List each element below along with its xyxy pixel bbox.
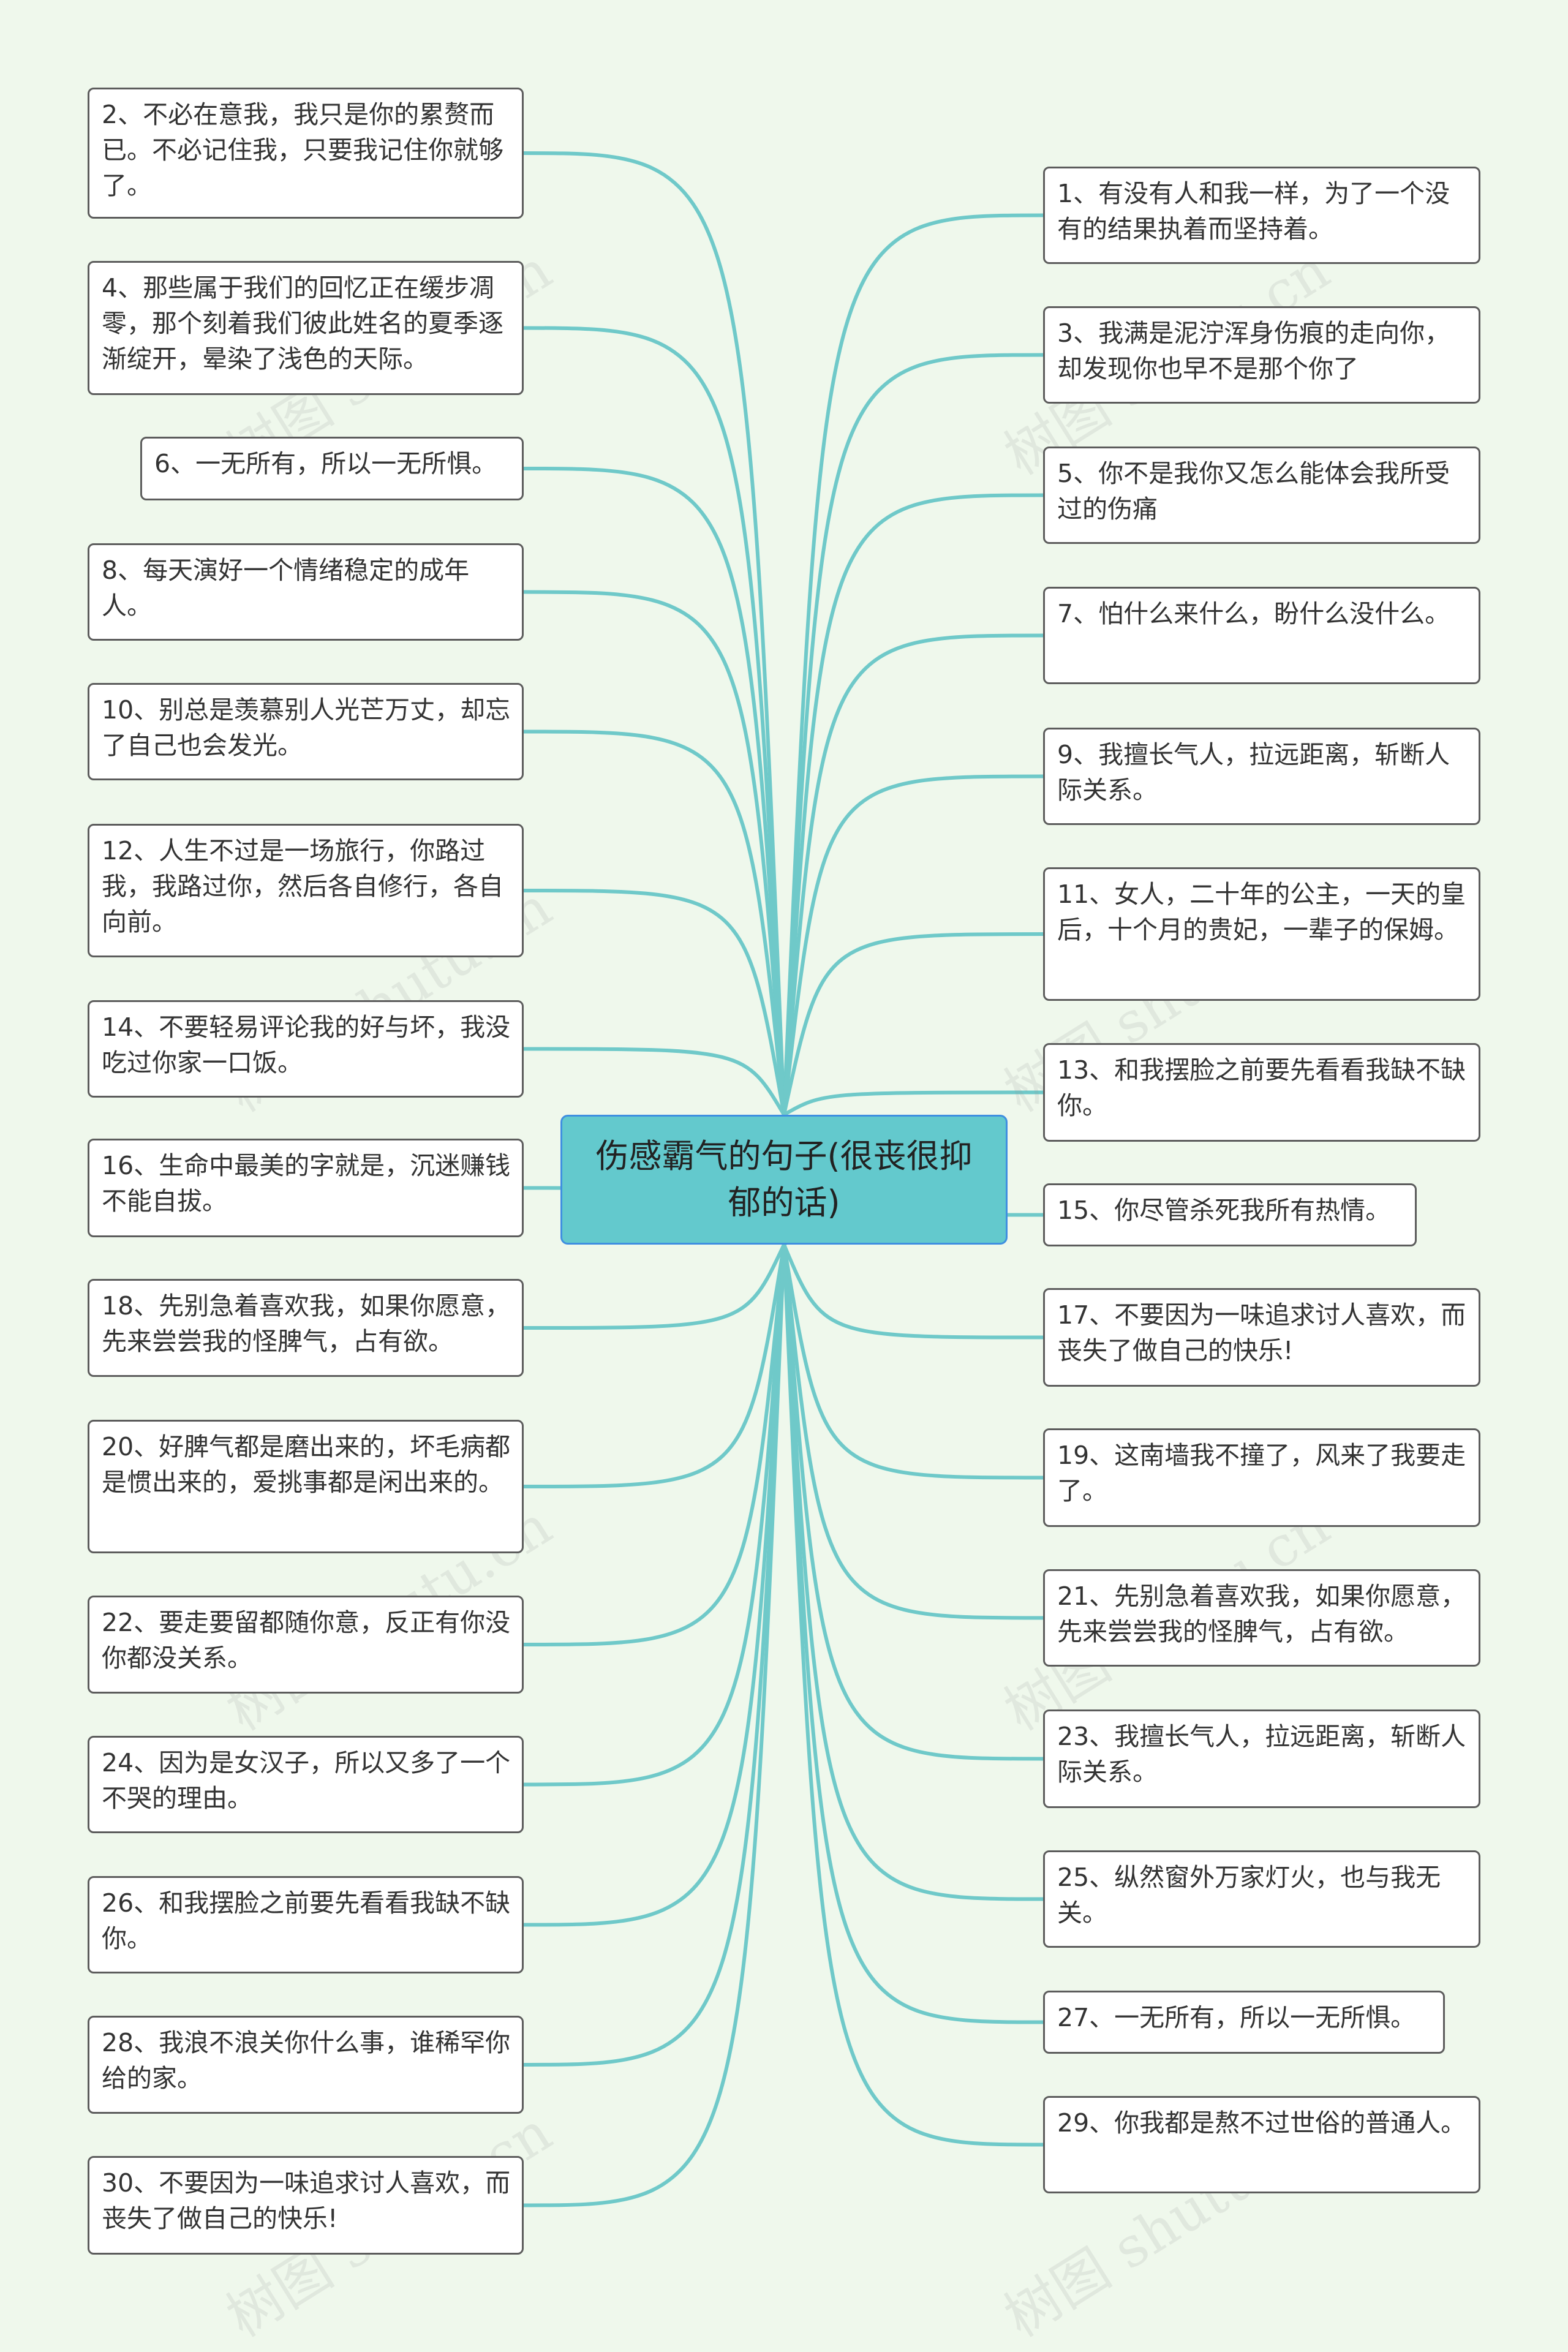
left-branch-node-label: 24、因为是女汉子，所以又多了一个不哭的理由。 — [102, 1748, 511, 1813]
left-branch-node-label: 8、每天演好一个情绪稳定的成年人。 — [102, 556, 470, 620]
left-branch-node-label: 10、别总是羡慕别人光芒万丈，却忘了自己也会发光。 — [102, 695, 511, 760]
right-connector — [782, 932, 1045, 1117]
right-branch-node-label: 13、和我摆脸之前要先看看我缺不缺你。 — [1057, 1055, 1466, 1120]
left-connector — [522, 1243, 786, 2207]
right-branch-node-label: 25、纵然窗外万家灯火，也与我无关。 — [1057, 1863, 1441, 1928]
right-branch-node-label: 23、我擅长气人，拉远距离，斩断人际关系。 — [1057, 1722, 1466, 1787]
right-branch-node-label: 19、这南墙我不撞了，风来了我要走了。 — [1057, 1441, 1466, 1506]
left-branch-node[interactable]: 6、一无所有，所以一无所惧。 — [140, 437, 524, 500]
right-branch-node[interactable]: 5、你不是我你又怎么能体会我所受过的伤痛 — [1043, 447, 1480, 544]
left-branch-node-label: 28、我浪不浪关你什么事，谁稀罕你给的家。 — [102, 2028, 511, 2093]
right-branch-node[interactable]: 29、你我都是熬不过世俗的普通人。 — [1043, 2096, 1480, 2193]
left-connector — [522, 151, 786, 1117]
right-branch-node[interactable]: 21、先别急着喜欢我，如果你愿意，先来尝尝我的怪脾气，占有欲。 — [1043, 1569, 1480, 1667]
left-branch-node[interactable]: 14、不要轻易评论我的好与坏，我没吃过你家一口饭。 — [88, 1000, 524, 1098]
right-branch-node-label: 3、我满是泥泞浑身伤痕的走向你，却发现你也早不是那个你了 — [1057, 318, 1450, 383]
right-connector — [782, 1243, 1045, 2147]
left-branch-node[interactable]: 20、好脾气都是磨出来的，坏毛病都是惯出来的，爱挑事都是闲出来的。 — [88, 1420, 524, 1553]
right-branch-node[interactable]: 15、你尽管杀死我所有热情。 — [1043, 1183, 1417, 1246]
right-branch-node[interactable]: 7、怕什么来什么，盼什么没什么。 — [1043, 587, 1480, 684]
right-connector — [782, 1243, 1045, 1340]
left-branch-node-label: 4、那些属于我们的回忆正在缓步凋零，那个刻着我们彼此姓名的夏季逐渐绽开，晕染了浅… — [102, 273, 503, 374]
right-branch-node-label: 11、女人，二十年的公主，一天的皇后，十个月的贵妃，一辈子的保姆。 — [1057, 880, 1466, 944]
left-connector — [522, 1047, 786, 1117]
right-branch-node-label: 17、不要因为一味追求讨人喜欢，而丧失了做自己的快乐! — [1057, 1300, 1466, 1365]
right-branch-node-label: 9、我擅长气人，拉远距离，斩断人际关系。 — [1057, 740, 1450, 805]
right-branch-node[interactable]: 11、女人，二十年的公主，一天的皇后，十个月的贵妃，一辈子的保姆。 — [1043, 867, 1480, 1001]
left-branch-node[interactable]: 16、生命中最美的字就是，沉迷赚钱不能自拔。 — [88, 1139, 524, 1237]
left-branch-node[interactable]: 28、我浪不浪关你什么事，谁稀罕你给的家。 — [88, 2016, 524, 2114]
left-branch-node[interactable]: 18、先别急着喜欢我，如果你愿意，先来尝尝我的怪脾气，占有欲。 — [88, 1279, 524, 1377]
left-connector — [522, 729, 786, 1117]
right-branch-node[interactable]: 1、有没有人和我一样，为了一个没有的结果执着而坚持着。 — [1043, 167, 1480, 264]
right-branch-node-label: 7、怕什么来什么，盼什么没什么。 — [1057, 599, 1450, 628]
left-branch-node-label: 14、不要轻易评论我的好与坏，我没吃过你家一口饭。 — [102, 1012, 511, 1077]
right-connector — [782, 213, 1045, 1117]
right-branch-node[interactable]: 3、我满是泥泞浑身伤痕的走向你，却发现你也早不是那个你了 — [1043, 306, 1480, 404]
left-connector — [522, 1243, 786, 1787]
left-branch-node[interactable]: 12、人生不过是一场旅行，你路过我，我路过你，然后各自修行，各自向前。 — [88, 824, 524, 957]
left-branch-node[interactable]: 2、不必在意我，我只是你的累赘而已。不必记住我，只要我记住你就够了。 — [88, 88, 524, 219]
right-branch-node[interactable]: 19、这南墙我不撞了，风来了我要走了。 — [1043, 1428, 1480, 1527]
right-connector — [782, 493, 1045, 1117]
right-connector — [782, 1243, 1045, 1620]
right-branch-node-label: 5、你不是我你又怎么能体会我所受过的伤痛 — [1057, 459, 1450, 524]
left-connector — [522, 1243, 786, 1330]
left-branch-node-label: 16、生命中最美的字就是，沉迷赚钱不能自拔。 — [102, 1151, 511, 1216]
root-topic[interactable]: 伤感霸气的句子(很丧很抑郁的话) — [560, 1115, 1008, 1245]
right-branch-node-label: 21、先别急着喜欢我，如果你愿意，先来尝尝我的怪脾气，占有欲。 — [1057, 1581, 1466, 1646]
left-branch-node-label: 6、一无所有，所以一无所惧。 — [154, 449, 497, 478]
left-branch-node-label: 22、要走要留都随你意，反正有你没你都没关系。 — [102, 1608, 511, 1673]
right-branch-node-label: 1、有没有人和我一样，为了一个没有的结果执着而坚持着。 — [1057, 179, 1450, 244]
left-connector — [522, 1243, 786, 2067]
left-branch-node-label: 20、好脾气都是磨出来的，坏毛病都是惯出来的，爱挑事都是闲出来的。 — [102, 1432, 511, 1497]
right-branch-node[interactable]: 17、不要因为一味追求讨人喜欢，而丧失了做自己的快乐! — [1043, 1288, 1480, 1387]
left-branch-node[interactable]: 24、因为是女汉子，所以又多了一个不哭的理由。 — [88, 1736, 524, 1833]
right-connector — [782, 1243, 1045, 1761]
left-branch-node-label: 18、先别急着喜欢我，如果你愿意，先来尝尝我的怪脾气，占有欲。 — [102, 1291, 511, 1356]
left-connector — [522, 1243, 786, 1927]
left-connector — [522, 467, 786, 1117]
right-branch-node[interactable]: 25、纵然窗外万家灯火，也与我无关。 — [1043, 1850, 1480, 1948]
right-branch-node[interactable]: 9、我擅长气人，拉远距离，斩断人际关系。 — [1043, 728, 1480, 825]
left-connector — [522, 1243, 786, 1646]
left-branch-node-label: 12、人生不过是一场旅行，你路过我，我路过你，然后各自修行，各自向前。 — [102, 836, 503, 937]
left-branch-node[interactable]: 26、和我摆脸之前要先看看我缺不缺你。 — [88, 1876, 524, 1973]
left-connector — [522, 326, 786, 1117]
right-branch-node-label: 15、你尽管杀死我所有热情。 — [1057, 1196, 1391, 1225]
left-branch-node-label: 30、不要因为一味追求讨人喜欢，而丧失了做自己的快乐! — [102, 2168, 511, 2233]
left-connector — [522, 1243, 786, 1488]
right-branch-node[interactable]: 13、和我摆脸之前要先看看我缺不缺你。 — [1043, 1043, 1480, 1142]
left-connector — [522, 889, 786, 1117]
right-branch-node[interactable]: 23、我擅长气人，拉远距离，斩断人际关系。 — [1043, 1709, 1480, 1808]
right-branch-node-label: 27、一无所有，所以一无所惧。 — [1057, 2003, 1416, 2032]
right-connector — [782, 1243, 1045, 2024]
right-connector — [782, 774, 1045, 1117]
left-branch-node-label: 26、和我摆脸之前要先看看我缺不缺你。 — [102, 1888, 511, 1953]
right-branch-node[interactable]: 27、一无所有，所以一无所惧。 — [1043, 1991, 1445, 2054]
left-connector — [522, 590, 786, 1117]
left-branch-node[interactable]: 30、不要因为一味追求讨人喜欢，而丧失了做自己的快乐! — [88, 2156, 524, 2255]
left-branch-node[interactable]: 22、要走要留都随你意，反正有你没你都没关系。 — [88, 1596, 524, 1694]
right-connector — [782, 1090, 1045, 1117]
root-topic-label: 伤感霸气的句子(很丧很抑郁的话) — [595, 1137, 973, 1222]
right-connector — [782, 1243, 1045, 1901]
left-branch-node[interactable]: 4、那些属于我们的回忆正在缓步凋零，那个刻着我们彼此姓名的夏季逐渐绽开，晕染了浅… — [88, 261, 524, 395]
right-branch-node-label: 29、你我都是熬不过世俗的普通人。 — [1057, 2108, 1466, 2138]
left-branch-node[interactable]: 10、别总是羡慕别人光芒万丈，却忘了自己也会发光。 — [88, 683, 524, 780]
right-connector — [782, 633, 1045, 1117]
right-connector — [782, 1243, 1045, 1480]
left-branch-node[interactable]: 8、每天演好一个情绪稳定的成年人。 — [88, 543, 524, 641]
right-connector — [782, 353, 1045, 1117]
left-branch-node-label: 2、不必在意我，我只是你的累赘而已。不必记住我，只要我记住你就够了。 — [102, 100, 503, 200]
